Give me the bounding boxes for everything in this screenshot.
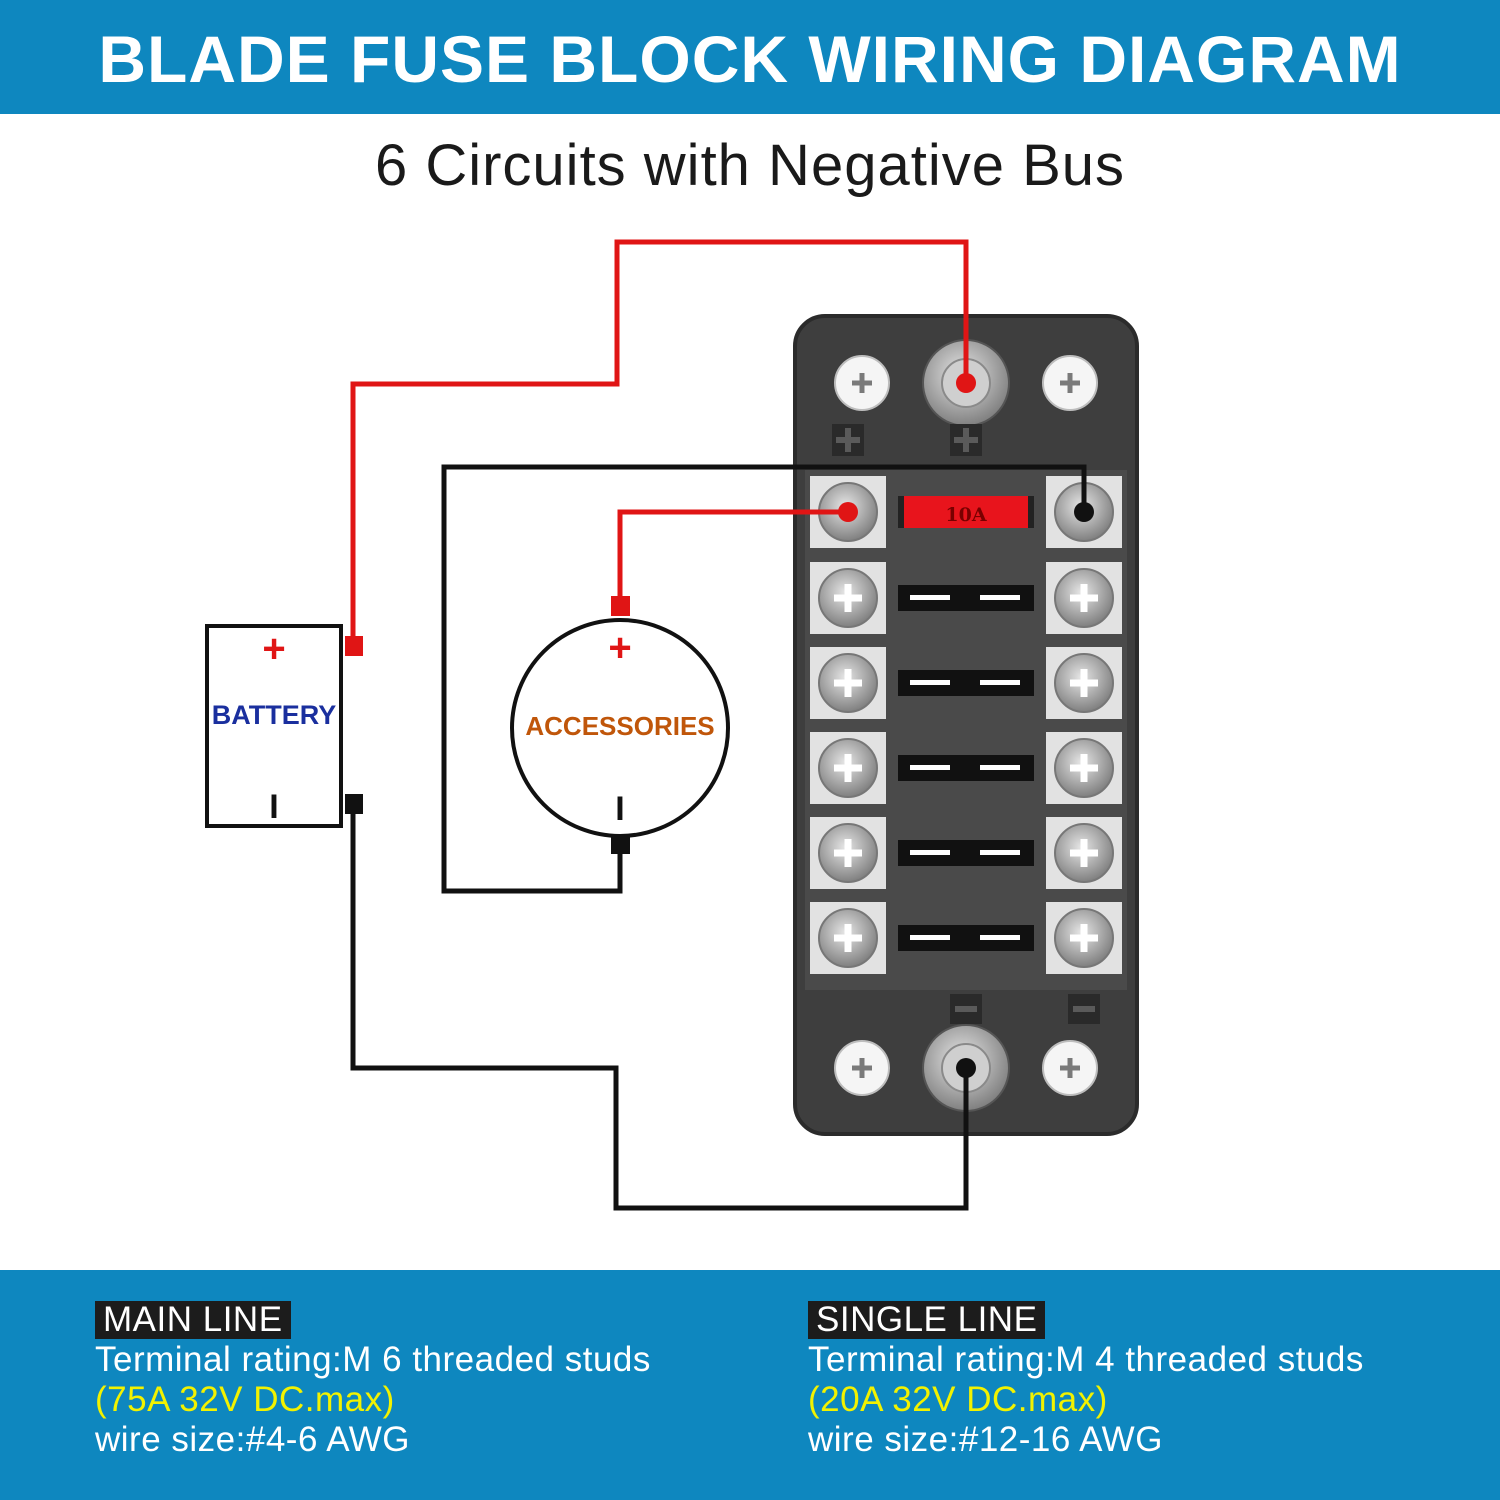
battery: + BATTERY I [205,624,343,828]
main-line-terminal: Terminal rating:M 6 threaded studs [95,1340,651,1379]
wire-accessories-positive [617,509,848,604]
wire-end-positive-bus [956,373,976,393]
fuse-row-5 [810,817,1122,889]
main-line-heading: MAIN LINE [95,1301,291,1339]
mount-screw-bottom-left [834,1040,890,1096]
accessories: + ACCESSORIES I [510,618,730,838]
connector-accessories-positive [611,596,630,616]
positive-mark-left [832,424,864,456]
wiring-diagram: 10A [205,239,1139,1211]
connector-accessories-negative [611,834,630,854]
wire-accessories-negative [441,464,1087,894]
single-line-wire-size: wire size:#12-16 AWG [808,1420,1163,1459]
wire-end-negative-terminal [1074,502,1094,522]
fuse-row-3 [810,647,1122,719]
fuse-row-6 [810,902,1122,974]
subtitle: 6 Circuits with Negative Bus [374,133,1126,198]
fuse-10a: 10A [898,496,1034,528]
mount-screw-top-left [834,355,890,411]
fuse-label: 10A [945,504,986,526]
battery-minus-sign: I [269,788,278,826]
wire-battery-positive [350,239,969,640]
fuse-row-4 [810,732,1122,804]
single-line-heading: SINGLE LINE [808,1301,1046,1339]
single-line-specs: SINGLE LINE Terminal rating:M 4 threaded… [808,1300,1364,1460]
page-title: BLADE FUSE BLOCK WIRING DIAGRAM [98,22,1402,96]
header-banner: BLADE FUSE BLOCK WIRING DIAGRAM [0,0,1500,114]
positive-mark-center [950,424,982,456]
wire-end-fuse-input [838,502,858,522]
fuse-block: 10A [793,314,1139,1136]
single-line-terminal: Terminal rating:M 4 threaded studs [808,1340,1364,1379]
wire-battery-negative [350,800,969,1211]
accessories-plus-sign: + [608,626,631,670]
main-line-wire-size: wire size:#4-6 AWG [95,1420,411,1459]
connector-battery-positive [345,636,363,656]
main-line-rating: (75A 32V DC.max) [95,1380,395,1419]
wire-end-negative-bus [956,1058,976,1078]
accessories-minus-sign: I [615,790,624,828]
mount-screw-top-right [1042,355,1098,411]
main-line-specs: MAIN LINE Terminal rating:M 6 threaded s… [95,1300,651,1460]
single-line-rating: (20A 32V DC.max) [808,1380,1108,1419]
negative-mark-center [950,994,982,1024]
fuse-row-2 [810,562,1122,634]
connector-battery-negative [345,794,363,814]
accessories-label: ACCESSORIES [525,711,714,741]
mount-screw-bottom-right [1042,1040,1098,1096]
battery-plus-sign: + [262,627,285,671]
negative-mark-right [1068,994,1100,1024]
battery-label: BATTERY [212,700,337,730]
footer-specs: MAIN LINE Terminal rating:M 6 threaded s… [0,1270,1500,1500]
